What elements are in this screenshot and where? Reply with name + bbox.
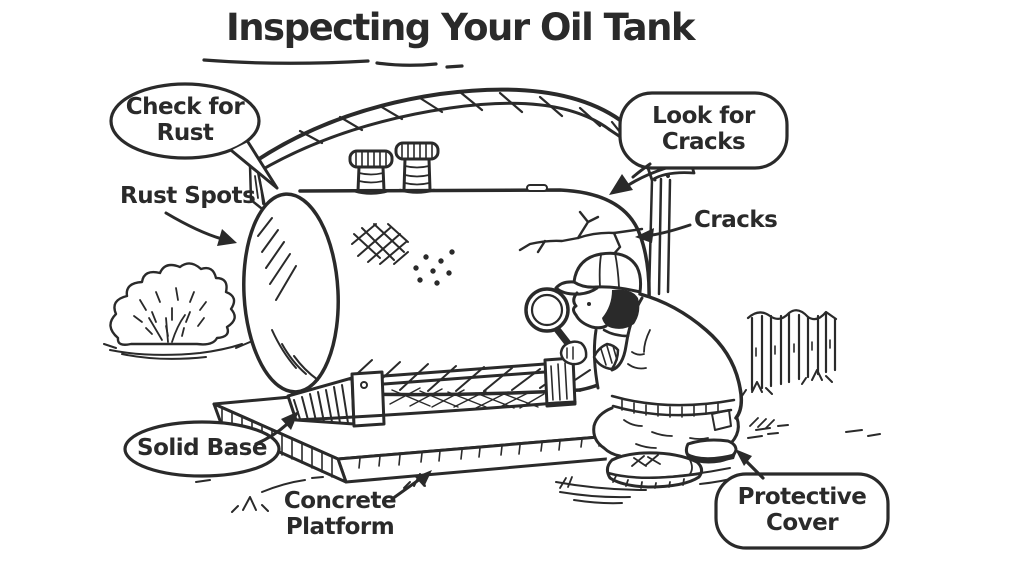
callout-protective-cover-line1: Protective — [737, 484, 867, 510]
callout-look-for-cracks: Look for Cracks — [620, 103, 787, 156]
picket-fence — [746, 309, 838, 392]
callout-look-for-cracks-line1: Look for — [652, 103, 755, 129]
callout-check-for-rust-line2: Rust — [156, 119, 214, 146]
sneakers — [605, 438, 738, 489]
label-concrete-platform: Concrete Platform — [272, 488, 408, 541]
concrete-platform-arrow — [390, 470, 432, 501]
label-cracks: Cracks — [694, 207, 778, 233]
look-for-cracks-bubble — [609, 91, 789, 195]
callout-check-for-rust: Check for Rust — [110, 94, 260, 147]
solid-base-bubble — [123, 411, 299, 478]
callout-protective-cover-line2: Cover — [765, 509, 839, 536]
baseball-cap — [554, 251, 643, 296]
title-underline — [202, 58, 464, 69]
rust-patch — [351, 223, 455, 286]
fill-pipe — [348, 149, 394, 195]
callout-protective-cover: Protective Cover — [716, 484, 888, 537]
bush — [103, 262, 251, 360]
background-grass — [741, 369, 881, 437]
label-concrete-platform-line1: Concrete — [283, 488, 397, 514]
steel-tank-stand — [286, 356, 577, 428]
cracks-arrow — [635, 223, 692, 243]
crack-marks — [518, 210, 644, 258]
callout-look-for-cracks-line2: Cracks — [661, 128, 746, 155]
inspector — [524, 251, 744, 490]
check-for-rust-bubble — [109, 82, 279, 190]
callout-solid-base: Solid Base — [137, 435, 267, 461]
rust-spots-arrow — [164, 211, 237, 246]
page-title: Inspecting Your Oil Tank — [225, 6, 696, 49]
protective-cover-bubble — [714, 449, 890, 550]
vent-pipe — [394, 141, 440, 194]
label-rust-spots: Rust Spots — [120, 183, 256, 209]
label-concrete-platform-line2: Platform — [285, 513, 395, 540]
callout-check-for-rust-line1: Check for — [125, 94, 245, 120]
name-plate — [526, 184, 548, 192]
